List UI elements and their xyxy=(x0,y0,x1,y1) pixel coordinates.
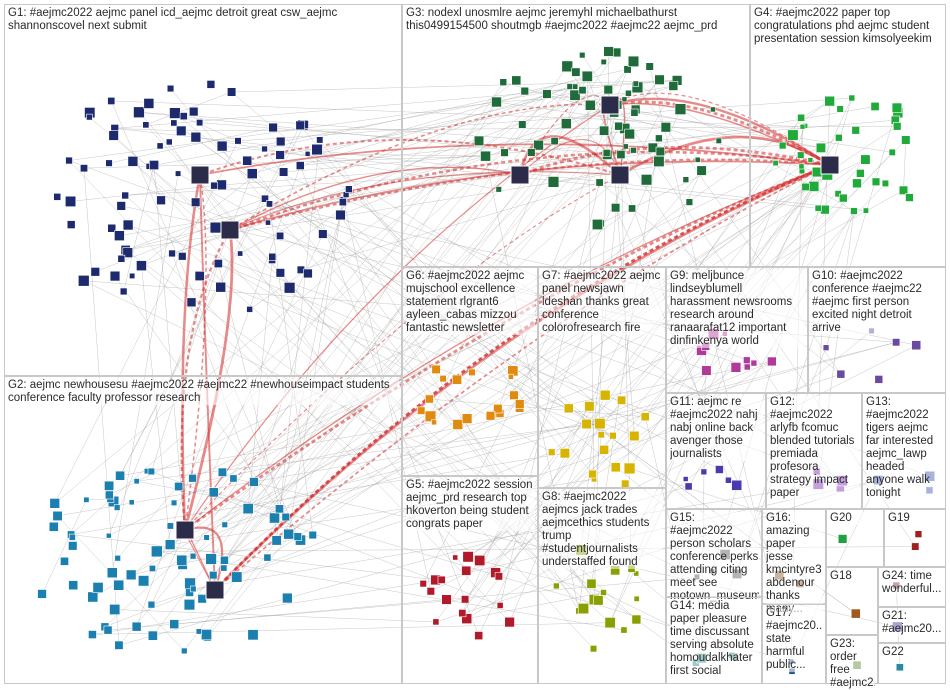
group-box-g20: G20 xyxy=(826,509,884,567)
group-box-g15: G15: #aejmc2022 person scholars conferen… xyxy=(666,509,762,597)
group-label-g7: G7: #aejmc2022 aejmc panel newsjawn ldes… xyxy=(542,270,663,335)
group-box-g22: G22 xyxy=(878,643,946,684)
group-box-g14: G14: media paper pleasure time discussan… xyxy=(666,597,762,684)
group-box-g7: G7: #aejmc2022 aejmc panel newsjawn ldes… xyxy=(538,267,666,488)
group-label-g14: G14: media paper pleasure time discussan… xyxy=(670,600,759,678)
group-label-g16: G16: amazing paper jesse kmcintyre3 abde… xyxy=(766,512,823,616)
group-label-g18: G18 xyxy=(830,570,875,583)
group-box-g4: G4: #aejmc2022 paper top congratulations… xyxy=(750,4,946,267)
group-label-g4: G4: #aejmc2022 paper top congratulations… xyxy=(754,7,943,46)
group-label-g15: G15: #aejmc2022 person scholars conferen… xyxy=(670,512,759,603)
group-label-g12: G12: #aejmc2022 arlyfb fcomuc blended tu… xyxy=(770,396,859,500)
group-label-g11: G11: aejmc re #aejmc2022 nahj nabj onlin… xyxy=(670,396,763,461)
group-box-g18: G18 xyxy=(826,567,878,635)
group-label-g6: G6: #aejmc2022 aejmc mujschool excellenc… xyxy=(406,270,535,335)
group-box-g11: G11: aejmc re #aejmc2022 nahj nabj onlin… xyxy=(666,393,766,509)
group-box-g21: G21: #aejmc20... xyxy=(878,607,946,643)
group-label-g23: G23: order free #aejmc2... xyxy=(830,638,875,690)
group-box-g16: G16: amazing paper jesse kmcintyre3 abde… xyxy=(762,509,826,604)
group-box-g1: G1: #aejmc2022 aejmc panel icd_aejmc det… xyxy=(4,4,402,376)
group-box-g12: G12: #aejmc2022 arlyfb fcomuc blended tu… xyxy=(766,393,862,509)
group-box-g3: G3: nodexl unosmlre aejmc jeremyhl micha… xyxy=(402,4,750,267)
group-box-g17: G17: #aejmc20... state harmful public... xyxy=(762,604,826,684)
group-box-g13: G13: #aejmc2022 tigers aejmc far interes… xyxy=(862,393,946,509)
group-box-g23: G23: order free #aejmc2... xyxy=(826,635,878,684)
group-box-g6: G6: #aejmc2022 aejmc mujschool excellenc… xyxy=(402,267,538,476)
group-box-g8: G8: #aejmc2022 aejmcs jack trades aejmce… xyxy=(538,488,666,684)
group-label-g2: G2: aejmc newhousesu #aejmc2022 #aejmc22… xyxy=(8,379,399,405)
group-box-g19: G19 xyxy=(884,509,946,567)
group-label-g24: G24: time wonderful... xyxy=(882,570,943,596)
group-box-g24: G24: time wonderful... xyxy=(878,567,946,607)
group-box-g10: G10: #aejmc2022 conference #aejmc22 #aej… xyxy=(808,267,946,393)
group-label-g19: G19 xyxy=(888,512,943,525)
group-label-g20: G20 xyxy=(830,512,881,525)
group-box-g9: G9: meljbunce lindseyblumell harassment … xyxy=(666,267,808,393)
group-label-g22: G22 xyxy=(882,646,943,659)
group-label-g9: G9: meljbunce lindseyblumell harassment … xyxy=(670,270,805,348)
group-label-g17: G17: #aejmc20... state harmful public... xyxy=(766,607,823,672)
group-label-g8: G8: #aejmc2022 aejmcs jack trades aejmce… xyxy=(542,491,663,569)
group-label-g21: G21: #aejmc20... xyxy=(882,610,943,636)
group-label-g1: G1: #aejmc2022 aejmc panel icd_aejmc det… xyxy=(8,7,399,33)
group-label-g3: G3: nodexl unosmlre aejmc jeremyhl micha… xyxy=(406,7,747,33)
group-box-g2: G2: aejmc newhousesu #aejmc2022 #aejmc22… xyxy=(4,376,402,684)
group-label-g10: G10: #aejmc2022 conference #aejmc22 #aej… xyxy=(812,270,943,335)
group-label-g5: G5: #aejmc2022 session aejmc_prd researc… xyxy=(406,479,535,531)
group-box-g5: G5: #aejmc2022 session aejmc_prd researc… xyxy=(402,476,538,684)
group-label-g13: G13: #aejmc2022 tigers aejmc far interes… xyxy=(866,396,943,500)
